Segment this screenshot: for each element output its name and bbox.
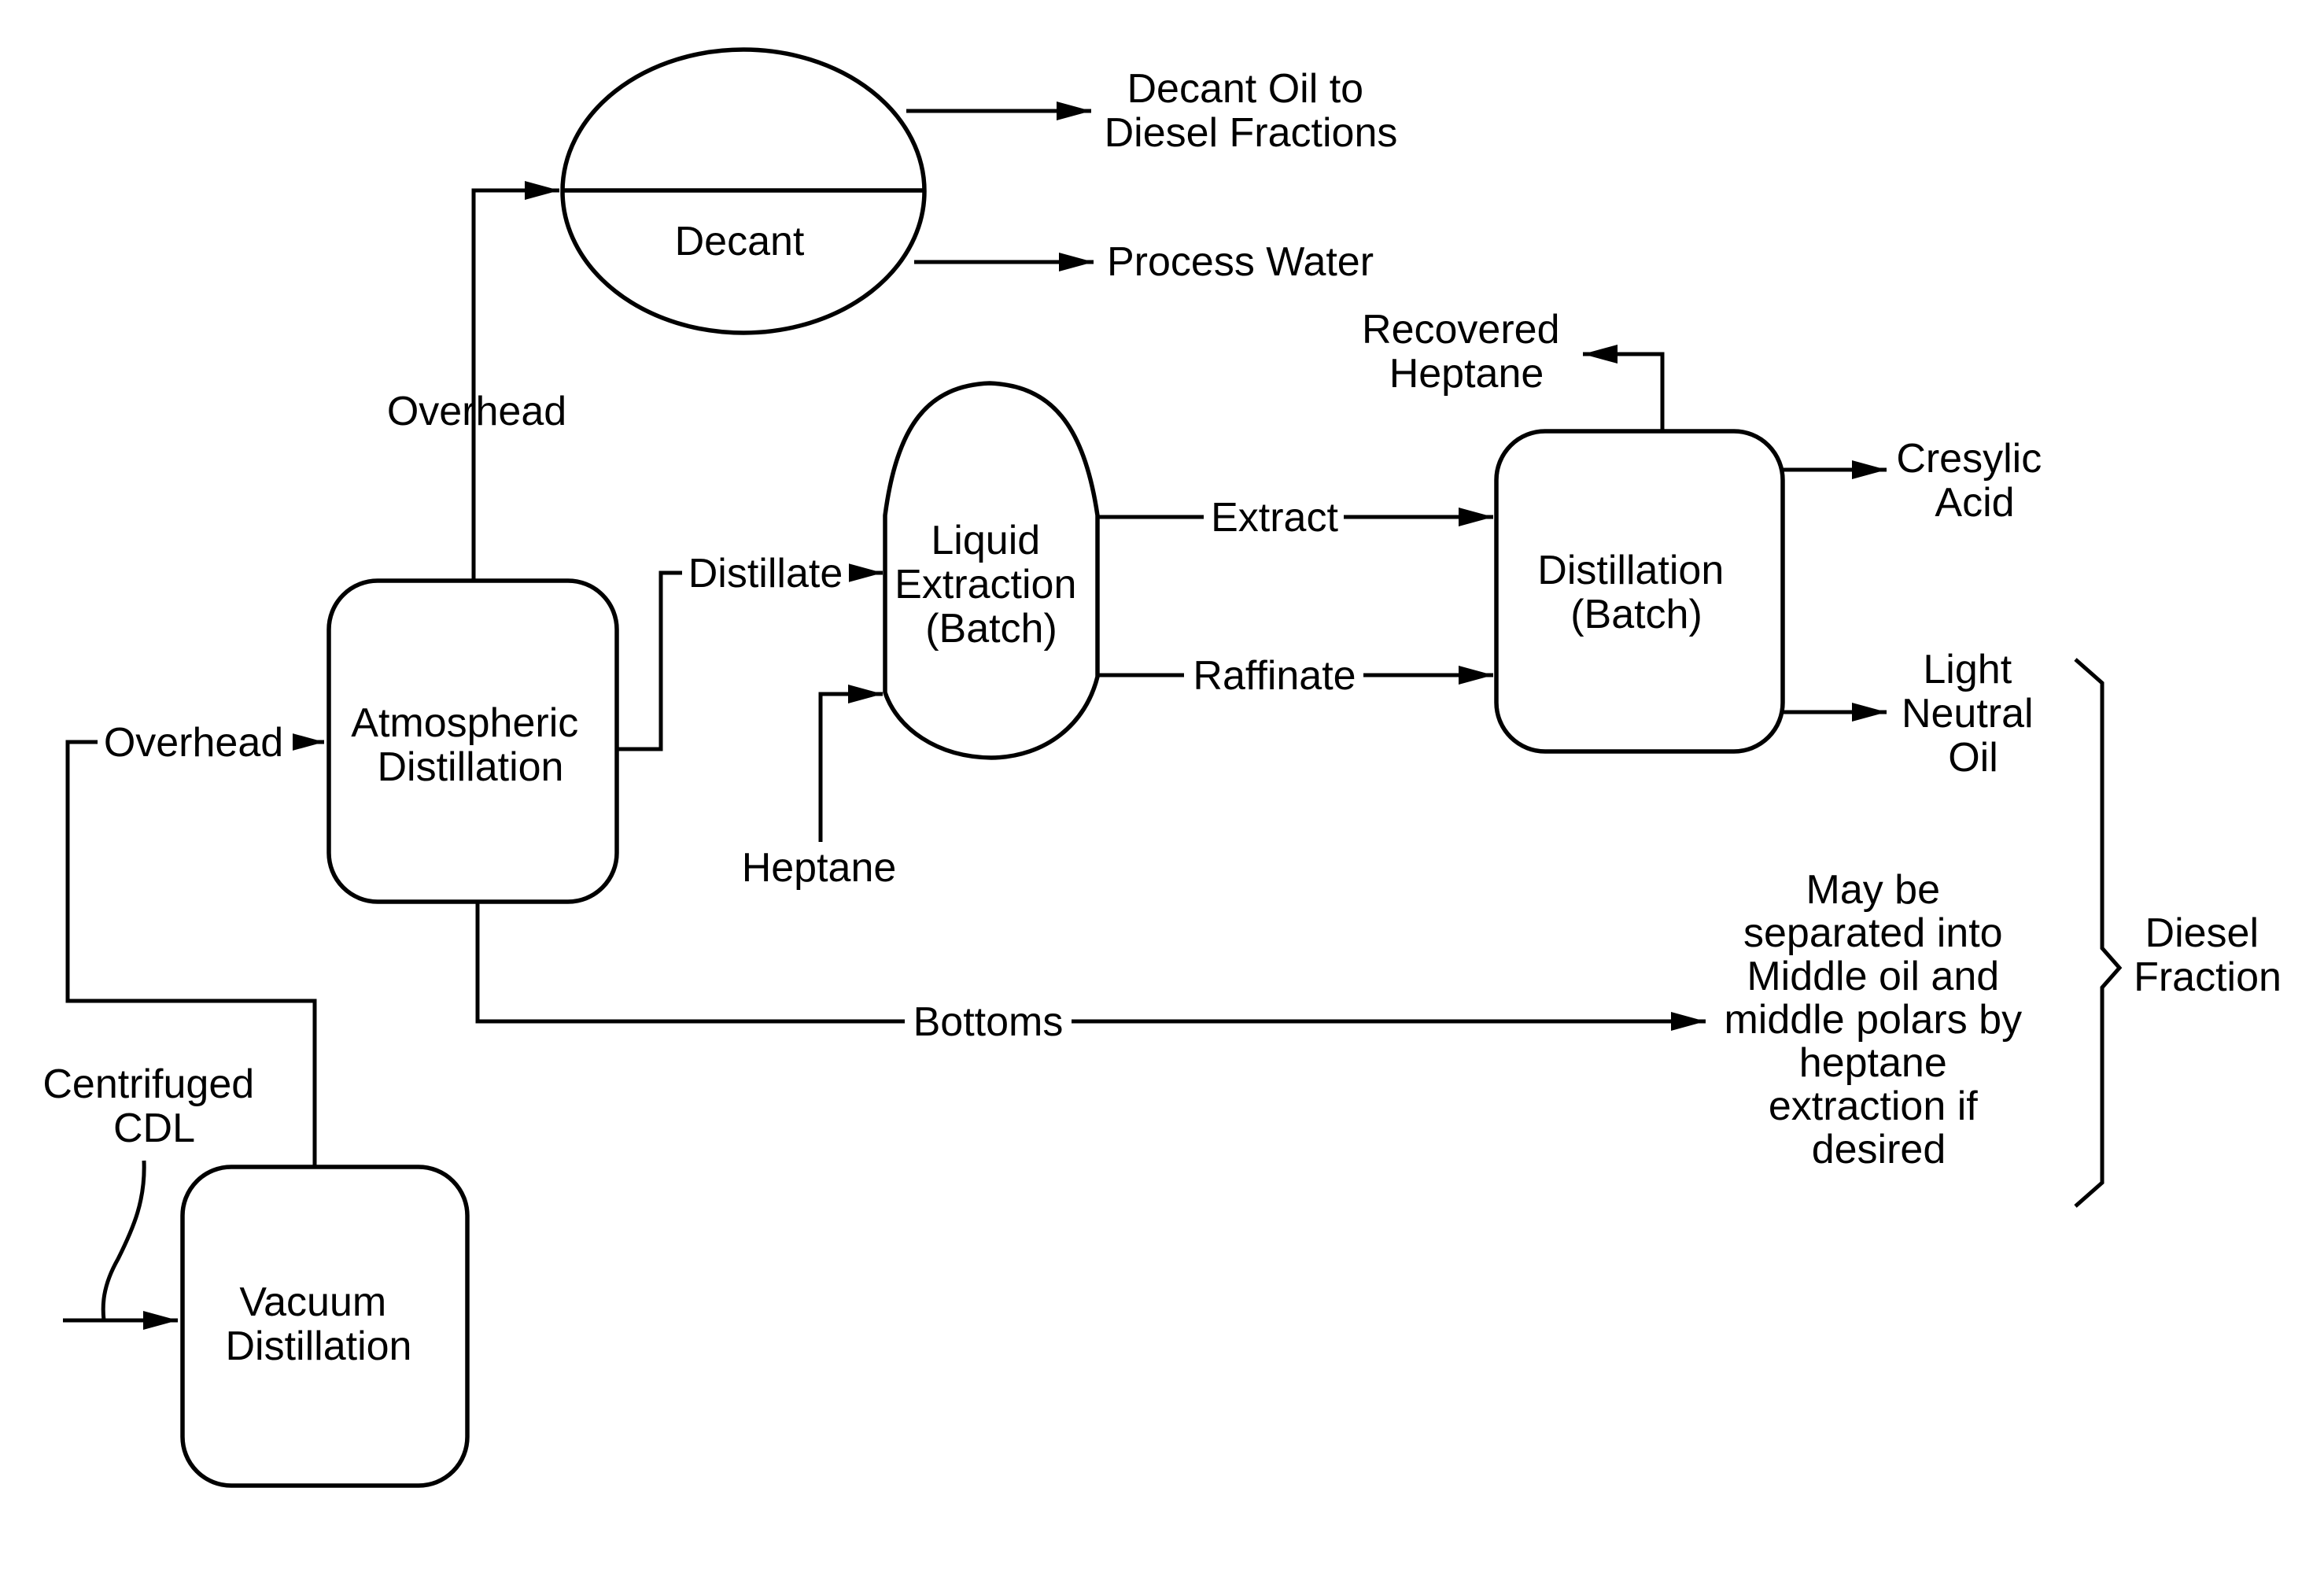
atm-overhead-label: Overhead [387,389,566,434]
heptane-label: Heptane [742,845,897,891]
feed-leader [103,1161,144,1320]
raffinate-label: Raffinate [1193,653,1356,699]
heptane-line [821,694,883,842]
process-water-label: Process Water [1107,239,1374,285]
extract-label: Extract [1211,495,1338,541]
decant-oil-label: Decant Oil to Diesel Fractions [1105,66,1398,156]
feed-label: Centrifuged CDL [42,1061,265,1151]
diesel-fraction-label: Diesel Fraction [2134,910,2282,1000]
diesel-fraction-brace [2075,659,2119,1206]
bottoms-label: Bottoms [913,999,1064,1045]
distillate-label: Distillate [688,551,843,596]
cresylic-acid-label: Cresylic Acid [1896,436,2053,526]
vacuum-distillation-label: Vacuum Distillation [226,1279,412,1369]
liquid-extraction-label: Liquid Extraction (Batch) [895,518,1088,652]
distillation-batch-label: Distillation (Batch) [1537,548,1735,637]
recovered-heptane-label: Recovered Heptane [1362,307,1571,397]
recovered-heptane-line [1583,354,1662,431]
atmospheric-distillation-label: Atmospheric Distillation [351,700,589,790]
vacuum-overhead-label: Overhead [104,720,283,766]
atm-overhead-line [474,190,559,581]
light-neutral-oil-label: Light Neutral Oil [1902,647,2045,781]
bottoms-note: May be separated into Middle oil and mid… [1724,867,2033,1172]
distillate-line [617,573,883,749]
decant-label: Decant [675,219,805,264]
bottoms-line [478,902,1706,1021]
